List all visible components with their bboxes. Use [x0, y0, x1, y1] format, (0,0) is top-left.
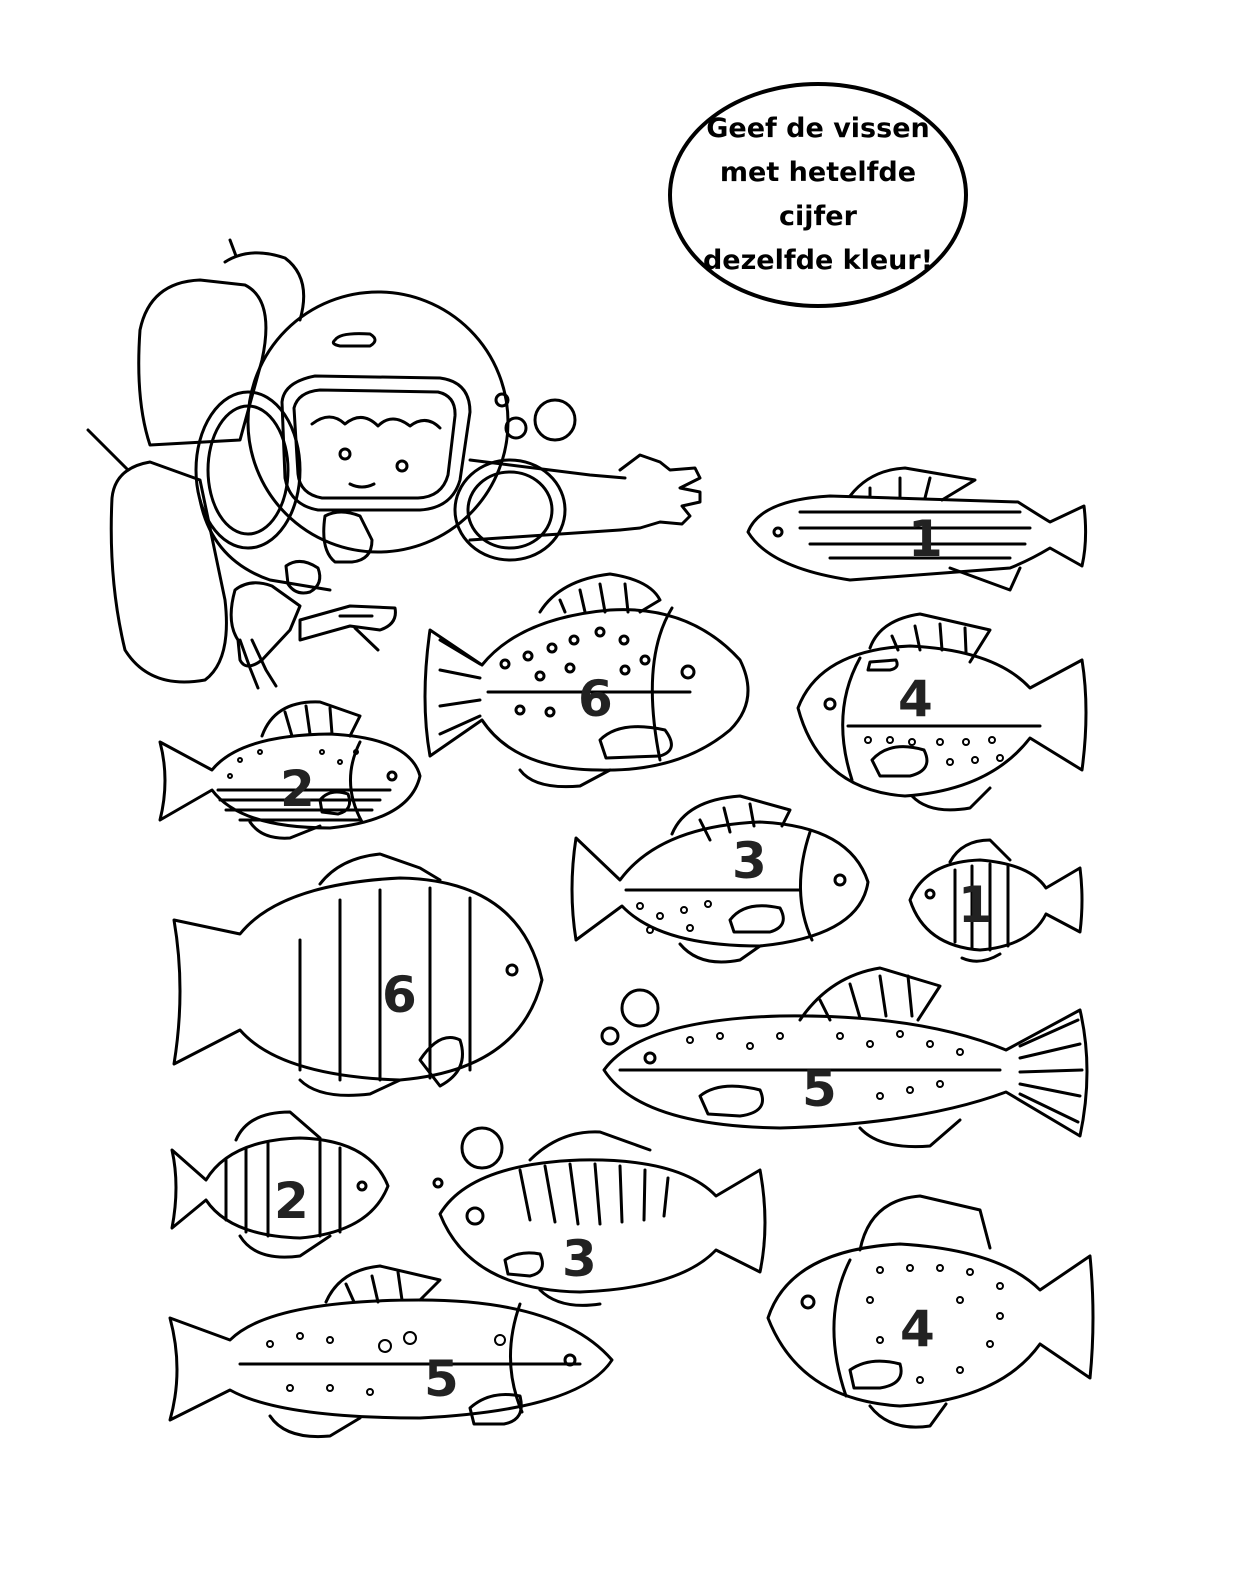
instruction-line-1: Geef de vissen: [706, 113, 930, 144]
instruction-line-3: cijfer: [779, 201, 857, 232]
fish-number-6-big: 6: [382, 966, 417, 1024]
fish-number-3-lower: 3: [562, 1230, 597, 1288]
instruction-bubble: Geef de vissen met hetelfde cijfer dezel…: [668, 82, 968, 308]
fish-2-left: [158, 700, 422, 840]
instruction-line-2: met hetelfde: [719, 157, 917, 188]
fish-5-bottom: [168, 1264, 614, 1439]
fish-number-1-small: 1: [958, 876, 993, 934]
decorative-spots: [227, 736, 1004, 1396]
fish-5-right: [602, 966, 1089, 1149]
fish-number-5-right: 5: [802, 1060, 837, 1118]
fish-2-lower: [170, 1110, 390, 1259]
fish-number-6-top: 6: [578, 670, 613, 728]
fish-1-small: [908, 838, 1084, 963]
fish-number-4-bottom: 4: [900, 1300, 935, 1358]
fish-number-4-top: 4: [898, 670, 933, 728]
fish-number-1: 1: [908, 510, 943, 568]
fish-4-right: [796, 612, 1088, 812]
bubbles: [432, 392, 660, 1189]
fish-number-5-bottom: 5: [424, 1350, 459, 1408]
fish-3-center: [570, 794, 870, 964]
fish-3-lower: [438, 1130, 767, 1307]
fish-6-polka: [423, 572, 750, 789]
fish-6-big: [172, 852, 544, 1097]
fish-number-3-top: 3: [732, 832, 767, 890]
fish-number-2-top: 2: [280, 760, 315, 818]
instruction-line-4: dezelfde kleur!: [702, 245, 934, 276]
diver-illustration: [86, 238, 702, 690]
fish-1-top-right: [746, 466, 1088, 592]
fish-number-2-lower: 2: [274, 1172, 309, 1230]
fish-4-bottom: [766, 1194, 1095, 1429]
